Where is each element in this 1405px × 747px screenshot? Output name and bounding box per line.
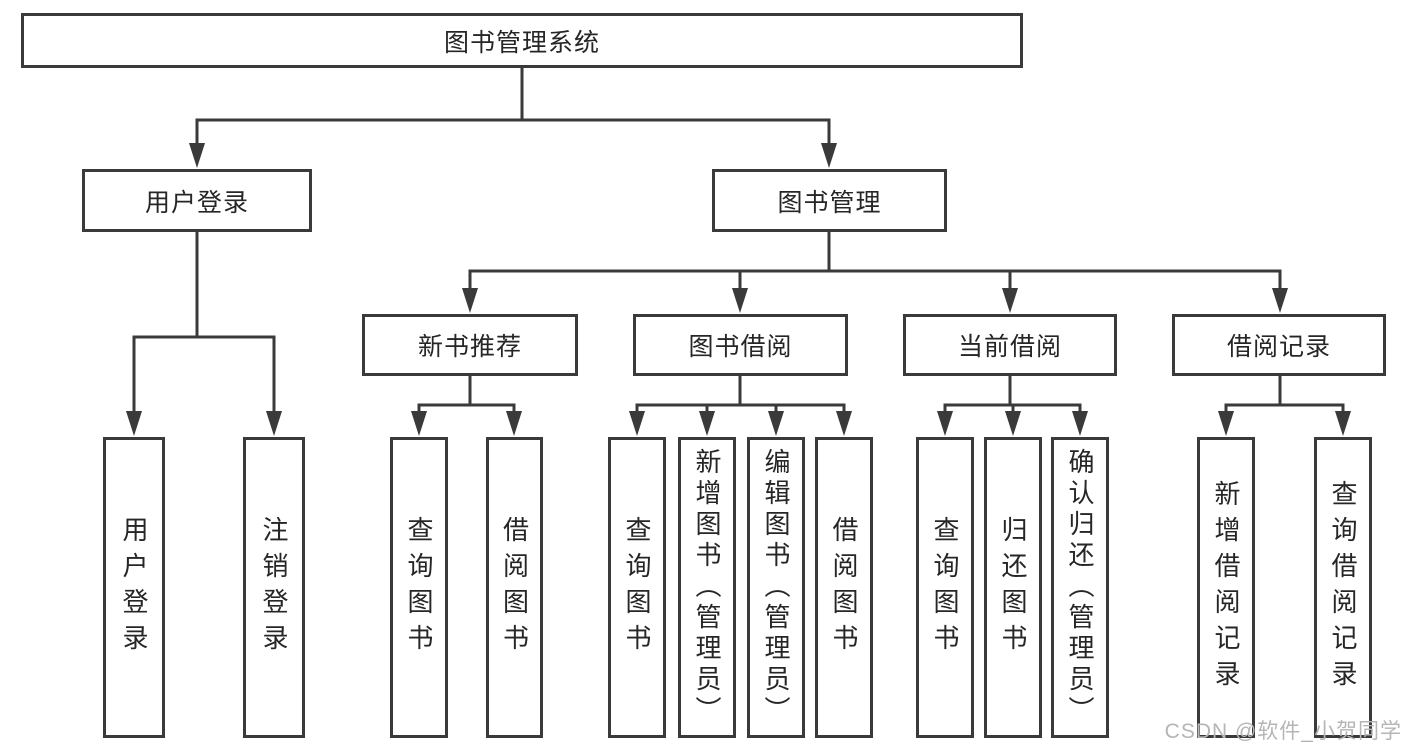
node-new-book-recommend-label: 新书推荐	[417, 333, 522, 361]
node-new-book-recommend: 新书推荐	[362, 314, 578, 376]
leaf-query-books-current: 查询图书	[916, 437, 974, 738]
connector-borrow-records-children	[1218, 374, 1351, 436]
node-library-management-system: 图书管理系统	[21, 13, 1023, 68]
csdn-watermark: CSDN @软件_小贺同学	[1164, 720, 1402, 743]
node-borrow-records-label: 借阅记录	[1226, 333, 1331, 361]
node-book-borrowing: 图书借阅	[633, 314, 848, 376]
connector-user-login-children	[126, 230, 282, 436]
leaf-return-books: 归还图书	[984, 437, 1042, 738]
leaf-query-books-recommend: 查询图书	[390, 437, 448, 738]
leaf-return-books-label: 归还图书	[998, 515, 1028, 660]
leaf-confirm-return-admin-label: 确认归还（管理员）	[1065, 448, 1095, 727]
leaf-query-books-borrowing: 查询图书	[608, 437, 666, 738]
connector-root-to-level2	[189, 66, 837, 168]
leaf-borrow-books-recommend-label: 借阅图书	[499, 515, 530, 660]
node-current-borrowing-label: 当前借阅	[957, 333, 1062, 361]
leaf-add-borrow-record: 新增借阅记录	[1197, 437, 1255, 738]
node-library-management-system-label: 图书管理系统	[443, 28, 600, 57]
node-user-login: 用户登录	[82, 169, 312, 232]
leaf-query-borrow-record: 查询借阅记录	[1314, 437, 1372, 738]
connector-book-management-children	[462, 230, 1288, 313]
leaf-add-book-admin: 新增图书（管理员）	[678, 437, 736, 738]
node-book-management-label: 图书管理	[777, 188, 882, 217]
connector-new-book-recommend-children	[411, 374, 522, 436]
connector-current-borrowing-children	[937, 374, 1088, 436]
leaf-user-login: 用户登录	[103, 437, 165, 738]
connector-book-borrowing-children	[629, 374, 852, 436]
leaf-confirm-return-admin: 确认归还（管理员）	[1051, 437, 1109, 738]
leaf-borrow-books-borrowing: 借阅图书	[815, 437, 873, 738]
leaf-borrow-books-recommend: 借阅图书	[486, 437, 543, 738]
leaf-query-books-current-label: 查询图书	[930, 515, 960, 660]
leaf-query-books-borrowing-label: 查询图书	[622, 515, 652, 660]
leaf-edit-book-admin: 编辑图书（管理员）	[747, 437, 805, 738]
leaf-query-books-recommend-label: 查询图书	[404, 515, 434, 660]
node-user-login-label: 用户登录	[144, 188, 249, 217]
leaf-logout: 注销登录	[243, 437, 305, 738]
node-book-management: 图书管理	[712, 169, 947, 232]
leaf-add-book-admin-label: 新增图书（管理员）	[692, 448, 722, 727]
leaf-add-borrow-record-label: 新增借阅记录	[1211, 479, 1241, 696]
leaf-borrow-books-borrowing-label: 借阅图书	[829, 515, 859, 660]
leaf-edit-book-admin-label: 编辑图书（管理员）	[761, 448, 791, 727]
leaf-query-borrow-record-label: 查询借阅记录	[1328, 479, 1358, 696]
node-book-borrowing-label: 图书借阅	[688, 333, 793, 361]
leaf-logout-label: 注销登录	[259, 515, 289, 660]
node-borrow-records: 借阅记录	[1172, 314, 1386, 376]
leaf-user-login-label: 用户登录	[119, 515, 149, 660]
node-current-borrowing: 当前借阅	[903, 314, 1117, 376]
